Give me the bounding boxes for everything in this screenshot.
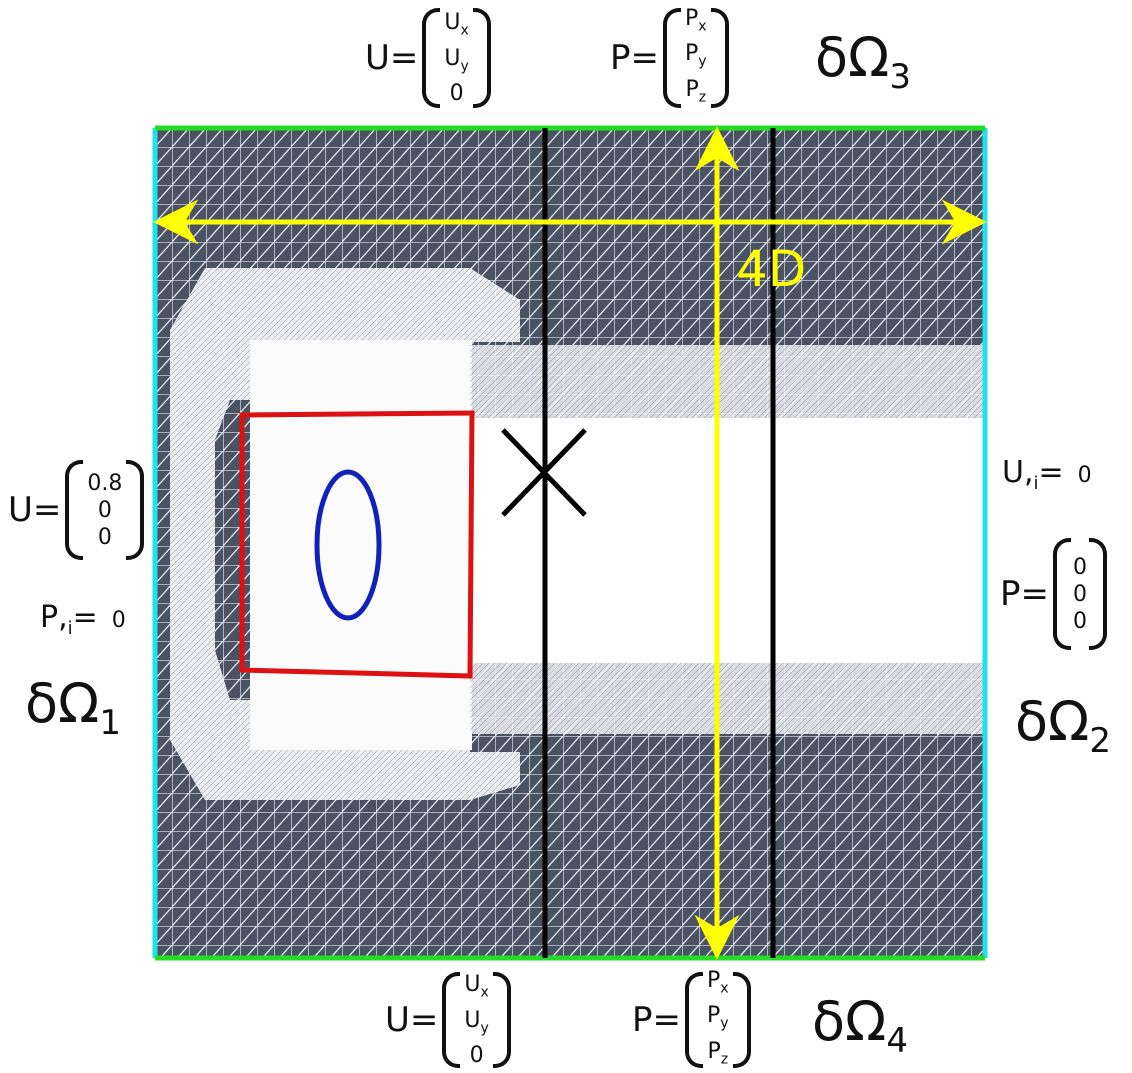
bottom-velocity-x: Ux <box>464 972 489 1001</box>
bottom-velocity-lhs: U= <box>385 1000 439 1040</box>
right-pressure-y: 0 <box>1073 581 1087 607</box>
right-pressure-z: 0 <box>1073 608 1087 634</box>
left-velocity-x: 0.8 <box>87 470 123 496</box>
top-pressure-lhs: P= <box>610 38 659 78</box>
bottom-pressure-lhs: P= <box>632 1000 681 1040</box>
boundary-label-right: δΩ2 <box>1015 690 1111 761</box>
top-velocity-x: Ux <box>444 10 469 39</box>
left-velocity-lhs: U= <box>8 490 62 530</box>
right-pressure-vector: 0 0 0 <box>1053 538 1107 650</box>
top-pressure-condition: P= Px Py Pz <box>610 5 729 108</box>
top-pressure-vector: Px Py Pz <box>663 5 729 108</box>
refined-core-region <box>250 340 472 750</box>
bottom-pressure-x: Px <box>707 967 729 997</box>
subdomain-box <box>239 410 475 679</box>
right-velocity-gradient-condition: U,i=0 <box>1002 455 1092 494</box>
bottom-velocity-condition: U= Ux Uy 0 <box>385 972 512 1068</box>
bottom-velocity-vector: Ux Uy 0 <box>442 972 512 1068</box>
probe-cross-b <box>501 428 587 517</box>
top-pressure-y: Py <box>685 41 707 70</box>
ellipse-obstacle <box>314 469 382 621</box>
bottom-velocity-y: Uy <box>464 1007 489 1036</box>
left-velocity-z: 0 <box>97 524 112 550</box>
top-velocity-vector: Ux Uy 0 <box>422 8 492 108</box>
top-velocity-y: Uy <box>444 45 469 74</box>
top-velocity-z: 0 <box>449 80 464 106</box>
bottom-velocity-z: 0 <box>469 1042 484 1068</box>
top-pressure-x: Px <box>685 5 707 35</box>
boundary-label-left: δΩ1 <box>25 672 121 743</box>
top-velocity-condition: U= Ux Uy 0 <box>365 8 492 108</box>
left-pressure-gradient-condition: P,i=0 <box>40 600 126 639</box>
boundary-label-bottom: δΩ4 <box>812 990 908 1061</box>
right-pressure-condition: P= 0 0 0 <box>1000 538 1107 650</box>
top-velocity-lhs: U= <box>365 38 419 78</box>
bottom-pressure-z: Pz <box>707 1038 729 1068</box>
left-velocity-condition: U= 0.8 0 0 <box>8 460 145 560</box>
boundary-label-top: δΩ3 <box>815 26 911 97</box>
right-pressure-x: 0 <box>1073 554 1087 580</box>
bottom-pressure-vector: Px Py Pz <box>685 968 751 1068</box>
bottom-pressure-condition: P= Px Py Pz <box>632 968 751 1068</box>
left-velocity-y: 0 <box>97 497 112 523</box>
left-velocity-vector: 0.8 0 0 <box>65 460 145 560</box>
bottom-pressure-y: Py <box>707 1003 729 1032</box>
right-pressure-lhs: P= <box>1000 574 1049 614</box>
length-annotation: 4D <box>736 240 807 298</box>
top-pressure-z: Pz <box>685 76 707 106</box>
